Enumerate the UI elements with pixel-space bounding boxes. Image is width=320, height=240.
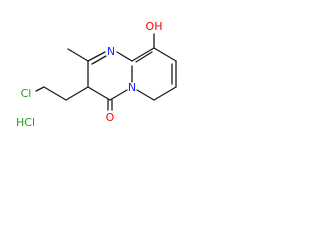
- bond: [87, 86, 111, 101]
- structure-canvas: OH N N O Cl HCl: [0, 0, 198, 146]
- bond: [135, 51, 153, 63]
- bond: [35, 86, 45, 92]
- bond: [131, 47, 155, 62]
- bond: [91, 55, 107, 65]
- bond: [153, 86, 177, 101]
- chlorine-label: Cl: [21, 87, 32, 100]
- bond: [43, 86, 67, 101]
- salt-label: HCl: [16, 116, 35, 129]
- bond: [136, 89, 155, 101]
- bond: [67, 48, 89, 62]
- bond: [109, 89, 128, 101]
- molecule-diagram: OH N N O Cl HCl: [16, 20, 177, 129]
- bond: [87, 51, 106, 62]
- carbonyl-oxygen-label: O: [106, 111, 115, 124]
- bond: [116, 51, 133, 62]
- bond: [153, 47, 177, 62]
- ring-nitrogen-label: N: [107, 45, 115, 58]
- bridgehead-nitrogen-label: N: [128, 81, 136, 94]
- hydroxyl-label: OH: [146, 20, 163, 33]
- bond: [65, 86, 89, 101]
